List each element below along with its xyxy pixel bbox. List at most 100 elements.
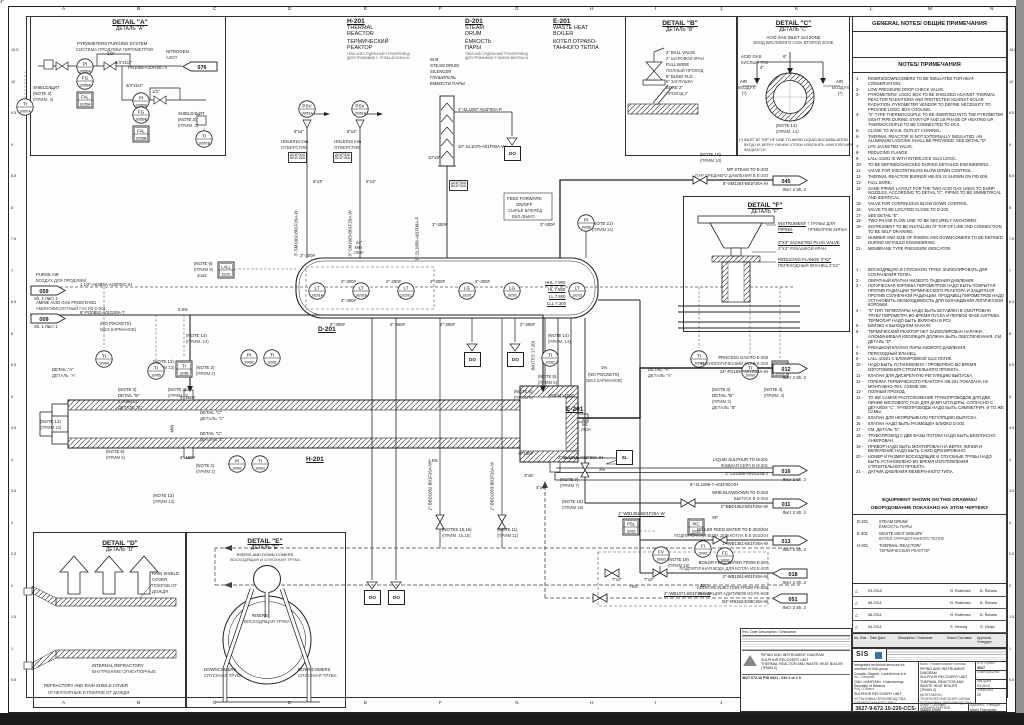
drawing-title-en4: (TRAIN 2) — [920, 688, 937, 693]
note-item-ru: 5 - БЛИЗКО К ВЫХОДНОМ КАНАЛУ. — [856, 324, 1004, 329]
note-number: 15- — [856, 200, 862, 206]
d201-en2: DRUM — [465, 31, 482, 37]
four-inch-label2: 4" — [0, 0, 4, 4]
approved-label: Approved / Утвердил — [970, 703, 1001, 707]
logo-accent — [875, 652, 882, 659]
note-item: 19- INSTRUMENT TO BE INSTALLED AT TOP OF… — [856, 224, 1004, 234]
downcomers-left-label-ru: СПУСКНАЯ ТРУБА — [204, 673, 243, 678]
note-item-ru: 12 - ГОРЕЛКА ТЕРМИЧЕСКОГО РЕАКТОРА HB-20… — [856, 379, 1004, 389]
note-item-ru: 16 - КЛАПАН НАДО БЫТЬ РАЗМЕЩЕН БЛИЗКО D-… — [856, 421, 1004, 427]
plant-label: Proj. / Объект — [854, 687, 875, 692]
revision-header: No. Изм. Date Дата Description / Описани… — [852, 633, 1007, 648]
h201-note2: (ДЛЯ ПРОМЫВКИ) 1"-PO93A-A01G30A-IH — [347, 56, 410, 60]
note-item: 5- CLOSE TO W.H.B. OUTLET CHANNEL. — [856, 127, 1004, 134]
downcomers-right-label: DOWNCOMERS — [298, 667, 331, 672]
note-item-ru: 17 - СМ. ДЕТАЛЬ "E". — [856, 427, 1004, 433]
note-text: ПЕРЕХОДНЫЙ ФЛАНЕЦ. — [868, 350, 917, 356]
note-number: 3 - — [856, 283, 861, 289]
note-text: ТРУБОПРОВОД С ДВЕ ФАЗЫ ПОТОКА НАДО БЫТЬ … — [868, 432, 996, 443]
general-notes-header: GENERAL NOTES/ ОБЩИЕ ПРИМЕЧАНИЯ — [852, 16, 1007, 32]
detail-c-note: (NOTE 14) — [776, 123, 797, 128]
note-number: 10 - — [856, 362, 864, 368]
mini-title2: SULPHUR RECOVERY UNIT — [761, 657, 809, 662]
rev-hdr-drawn: Drawn Составил — [947, 636, 973, 640]
rev-hdr-no: No. Изм. — [854, 636, 868, 640]
detail-d-title: DETAIL "D" ДЕТАЛЬ "D" — [70, 540, 170, 553]
note-item: 14- SAME PIPING LAYOUT FOR THE TWO ACID … — [856, 186, 1004, 201]
detail-a-title-en: DETAIL "A" — [112, 19, 148, 26]
note-number: 2- — [856, 86, 860, 92]
rain-shield-label-ru1: ПОКРОВ ОТ — [152, 583, 178, 588]
acid-gas-label: ACID GAS — [741, 54, 762, 59]
refractory-label-ru: ВНУТРЕННИЕ ОГНЕУПОРНЫЕ — [92, 669, 156, 674]
ball-valve-label-ru: 2" ШАРОВОЙ КРАН — [666, 55, 705, 61]
note-item-ru: 10 - НАДО БЫТЬ УСТАНОВЛЕНО / ПРОВЕРЕНО В… — [856, 362, 1004, 372]
detail-b-title-en: DETAIL "B" — [662, 20, 698, 27]
detail-e-sub-en: RISERS AND DOWN COMERS — [236, 552, 294, 557]
note-text: ДАТЧИК ДАВЛЕНИЯ МЕМБРАННОГО ТИПА. — [868, 469, 954, 475]
mini-title-block: Rev. Date Description / Описание PIPING … — [740, 628, 852, 712]
title-label: Naziv / Наименование чертежа — [920, 662, 966, 666]
nitrogen-tag-number: 076 — [197, 65, 206, 71]
note-text: ПОЛНЫЙ ПРОХОД. — [868, 389, 906, 395]
equipment-title-en: EQUIPMENT SHOWN ON THIS DRAWING/ — [882, 498, 977, 503]
rev-hdr-appr: Approved Утвердил — [977, 636, 992, 644]
downcomers-right-label-ru: СПУСКНАЯ ТРУБА — [298, 673, 337, 678]
note-item-ru: 8 - ПЕРЕХОДНЫЙ ФЛАНЕЦ. — [856, 350, 1004, 357]
instrument-piping-label2: PIPING — [778, 227, 793, 232]
note-item-ru: 19 - ПРИБОР НАДО БЫТЬ МОНТИРОВАН НА ВЕРХ… — [856, 443, 1004, 454]
note-text: CLOSE TO W.H.B. OUTLET CHANNEL. — [868, 127, 942, 133]
e201-tag: E-201 — [553, 18, 571, 25]
risers-label: RISERS — [252, 613, 268, 618]
full-bore-label-ru: ПОЛНЫЙ ПРОХОД — [666, 67, 704, 73]
note-text: НОМЕР И РАЗМЕР ВОСХОДЯЩИЕ И СПУСКНЫЕ ТРУ… — [868, 454, 992, 469]
note-item: 4- "K" TYPE THERMOCOUPLE TO BE INSERTED … — [856, 113, 1004, 127]
note-text: PYROMETERS' LOGIC BOX TO BE SHIELDED AGA… — [868, 92, 996, 112]
note-item-ru: 18 - ТРУБОПРОВОД С ДВЕ ФАЗЫ ПОТОКА НАДО … — [856, 432, 1004, 443]
notes-list-en: 1- RISERS/DOWNCOMERS TO BE INSULATED FOR… — [856, 76, 1004, 252]
equipment-row: H-201 THERMAL REACTOR/ТЕРМИЧЕСКИЙ РЕАКТО… — [857, 543, 1003, 554]
e201-en1: WASTE HEAT — [553, 25, 589, 31]
note-item: 8- REDUCING FLANGE. — [856, 150, 1004, 156]
blind-flange-label: 8" BLIND FLG. — [666, 73, 694, 79]
plant-name-ru1: УСТАНОВКА ПРОИЗВОДСТВА — [854, 696, 906, 701]
drawn-label: Drawn / Составил — [920, 703, 947, 707]
note-item: 13- FULL BORE. — [856, 180, 1004, 186]
company-address: Croatia, Zagreb, Lovinčićeva b.b. — [854, 671, 907, 676]
note-number: 19 - — [856, 443, 864, 449]
equipment-tag: D-201 — [857, 519, 869, 524]
note-text: VALVE FOR DISCONTINUOS BLOW DOWN CONTROL… — [868, 167, 973, 173]
note-item-ru: 3 - ЛОГИЧЕСКАЯ КОРОБКА ПИРОМЕТРОВ НАДО Б… — [856, 284, 1004, 308]
note-number: 12- — [856, 173, 862, 179]
note-text: КЛАПАН НАДО БЫТЬ РАЗМЕЩЕН БЛИЗКО D-203. — [868, 421, 966, 427]
note-text: VALVE TO BE LOCATED CLOSE TO D-203. — [868, 206, 950, 212]
note-number: 17 - — [856, 427, 864, 433]
detail-c-note-ru: (ПРИМ. 14) — [776, 129, 799, 134]
mini-title3: THERMAL REACTOR AND WASTE HEAT BOILER (T… — [761, 661, 844, 671]
detail-c-title-ru: ДЕТАЛЬ "C" — [779, 27, 808, 33]
note-text: ВОСХОДЯЩУЮ И СПУСКНУЮ ТРУБУ ЗАИЗОЛИРОВАТ… — [868, 267, 988, 277]
detail-c-footnote2: ВХОД НА ВЕРХУ ЛИНИИ ЧТОБЫ ИЗБЕЖАТЬ НАКОП… — [744, 143, 853, 147]
note-number: 9 - — [856, 356, 861, 362]
note-number: 15 - — [856, 415, 864, 421]
detail-e-title-ru: ДЕТАЛЬ "E" — [251, 545, 279, 551]
note-text: ПРИБОР НАДО БЫТЬ МОНТИРОВАН НА ВЕРХУ ЛИН… — [868, 443, 982, 454]
note-number: 6- — [856, 133, 860, 139]
sheet-label: Sheet/Лист — [977, 688, 994, 693]
detail-d-caption: REFRACTORY AND RAIN SHIELD COVER — [44, 683, 129, 688]
h201-ru1: ТЕРМИЧЕСКИЙ — [347, 39, 389, 45]
title-block: SIS Integrated technical services ltd. m… — [852, 648, 1007, 712]
detail-b-box — [625, 16, 737, 156]
detail-e-title: DETAIL "E" ДЕТАЛЬ "E" RISERS AND DOWN CO… — [215, 538, 315, 562]
note-text: "К" ТИП ТЕРМОПАРЫ НАДО БЫТЬ ВСТАВЛЕН В С… — [868, 308, 1001, 323]
note-text: TWO PHASE FLOW LINE TO BE SECURELY ANCHO… — [868, 218, 978, 224]
rain-shield-label1: RAIN SHIELD — [152, 571, 179, 576]
note-item: 18- TWO PHASE FLOW LINE TO BE SECURELY A… — [856, 219, 1004, 224]
note-text: NUMBER AND SIZE OF RISERS AND DOWNCOMERS… — [868, 234, 1003, 245]
instrument-piping-label: INSTRUMENT — [778, 221, 807, 226]
note-text: SEE DETAIL "E". — [868, 212, 900, 218]
note-item: 3- PYROMETERS' LOGIC BOX TO BE SHIELDED … — [856, 93, 1004, 112]
client-country: Republic of Belarus — [854, 684, 886, 689]
instrument-piping-label-ru1: / ТРУБЫ ДЛЯ — [808, 221, 836, 226]
d201-note1: TRIM LINE/ ОТДЕЛЬНЫЙ ТРУБОПРОВОД — [465, 52, 528, 56]
